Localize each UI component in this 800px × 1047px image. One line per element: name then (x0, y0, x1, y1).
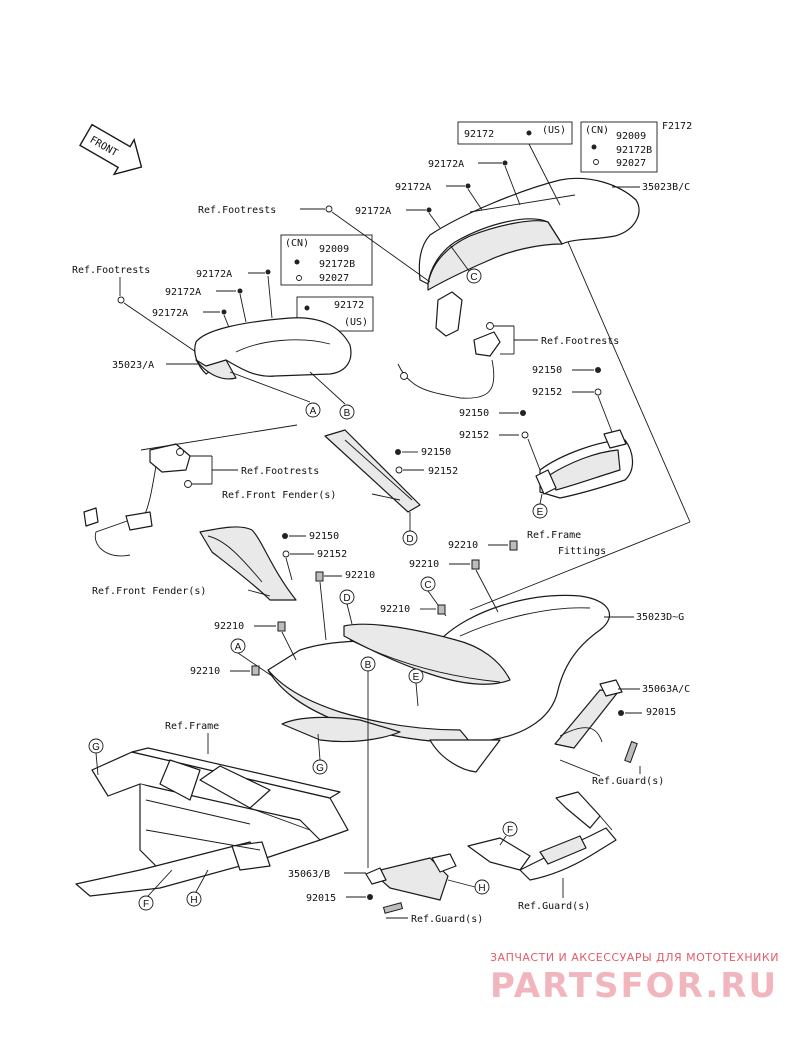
label-35023bc: 35023B/C (642, 182, 690, 193)
figure-code: F2172 (662, 121, 692, 132)
label-cn-top: (CN) (585, 125, 609, 136)
label-92210-2: 92210 (409, 559, 439, 570)
label-92172a-4: 92172A (196, 269, 232, 280)
frame-fitting-right (535, 429, 634, 499)
footrest-bracket-left (83, 443, 192, 557)
label-cn-mid: (CN) (285, 238, 309, 249)
label-92210-1: 92210 (448, 540, 478, 551)
ref-front-fender-2: Ref.Front Fender(s) (92, 586, 206, 597)
label-us-top: (US) (542, 125, 566, 136)
label-92027-mid: 92027 (319, 273, 349, 284)
label-92172-top: 92172 (464, 129, 494, 140)
label-92172a-3: 92172A (355, 206, 391, 217)
label-92210-5: 92210 (214, 621, 244, 632)
label-92172-mid: 92172 (334, 300, 364, 311)
letter-h-1: H (190, 895, 197, 906)
label-92150-1: 92150 (532, 365, 562, 376)
ref-frame: Ref.Frame (165, 721, 219, 732)
side-stay-center (365, 853, 457, 901)
front-fender-left-piece (199, 526, 297, 601)
label-92027-top: 92027 (616, 158, 646, 169)
label-92172b-mid: 92172B (319, 259, 355, 270)
label-92210-3: 92210 (345, 570, 375, 581)
letter-e-1: E (537, 507, 544, 518)
label-92152-4: 92152 (317, 549, 347, 560)
letter-h-2: H (478, 883, 485, 894)
label-92015-2: 92015 (306, 893, 336, 904)
ref-footrests-3: Ref.Footrests (72, 265, 150, 276)
label-92210-6: 92210 (190, 666, 220, 677)
label-35023dg: 35023D~G (636, 612, 684, 623)
label-92172a-6: 92172A (152, 308, 188, 319)
guard-right (467, 791, 617, 881)
label-35063b: 35063/B (288, 869, 330, 880)
letter-d-1: D (406, 534, 413, 545)
watermark: ЗАПЧАСТИ И АКСЕССУАРЫ ДЛЯ МОТОТЕХНИКИ PA… (490, 951, 779, 1006)
letter-f-2: F (507, 825, 513, 836)
center-stay (324, 429, 421, 513)
label-92152-2: 92152 (428, 466, 458, 477)
label-92172a-2: 92172A (395, 182, 431, 193)
letter-g-2: G (316, 763, 324, 774)
label-92152-3: 92152 (459, 430, 489, 441)
label-92172a-5: 92172A (165, 287, 201, 298)
bolt-right (624, 740, 638, 764)
label-92150-4: 92150 (309, 531, 339, 542)
center-main-cover (267, 594, 611, 773)
ref-footrests-4: Ref.Footrests (241, 466, 319, 477)
label-92009-top: 92009 (616, 131, 646, 142)
letter-d-2: D (343, 593, 350, 604)
footrest-bracket-right (397, 291, 501, 399)
letter-a-1: A (310, 406, 317, 417)
label-92150-3: 92150 (459, 408, 489, 419)
watermark-logo: PARTSFOR.RU (490, 966, 778, 1006)
label-92015-1: 92015 (646, 707, 676, 718)
label-92152-1: 92152 (532, 387, 562, 398)
ref-front-fender-1: Ref.Front Fender(s) (222, 490, 336, 501)
label-92210-4: 92210 (380, 604, 410, 615)
ref-footrests-2: Ref.Footrests (541, 336, 619, 347)
letter-f-1: F (143, 899, 149, 910)
letter-g-1: G (92, 742, 100, 753)
ref-footrests-1: Ref.Footrests (198, 205, 276, 216)
label-92172b-top: 92172B (616, 145, 652, 156)
letter-c-2: C (424, 580, 431, 591)
label-92172a-1: 92172A (428, 159, 464, 170)
letter-b-2: B (365, 660, 372, 671)
ref-frame-fittings-1: Ref.Frame (527, 530, 581, 541)
rear-side-cover-right (418, 177, 640, 291)
ref-guard-3: Ref.Guard(s) (518, 901, 590, 912)
label-92009-mid: 92009 (319, 244, 349, 255)
ref-guard-1: Ref.Guard(s) (592, 776, 664, 787)
bolt-center (382, 902, 404, 914)
watermark-tagline: ЗАПЧАСТИ И АКСЕССУАРЫ ДЛЯ МОТОТЕХНИКИ (490, 951, 779, 964)
label-35063ac: 35063A/C (642, 684, 690, 695)
label-us-mid: (US) (344, 317, 368, 328)
front-arrow-icon: FRONT (79, 123, 143, 176)
frame (75, 747, 349, 897)
rear-side-cover-left (194, 317, 352, 380)
letter-c-1: C (470, 272, 477, 283)
ref-guard-2: Ref.Guard(s) (411, 914, 483, 925)
label-92150-2: 92150 (421, 447, 451, 458)
side-stay-right (554, 679, 623, 749)
ref-frame-fittings-2: Fittings (558, 546, 606, 557)
letter-a-2: A (235, 642, 242, 653)
letter-e-2: E (413, 672, 420, 683)
letter-b-1: B (344, 408, 351, 419)
label-35023a: 35023/A (112, 360, 154, 371)
